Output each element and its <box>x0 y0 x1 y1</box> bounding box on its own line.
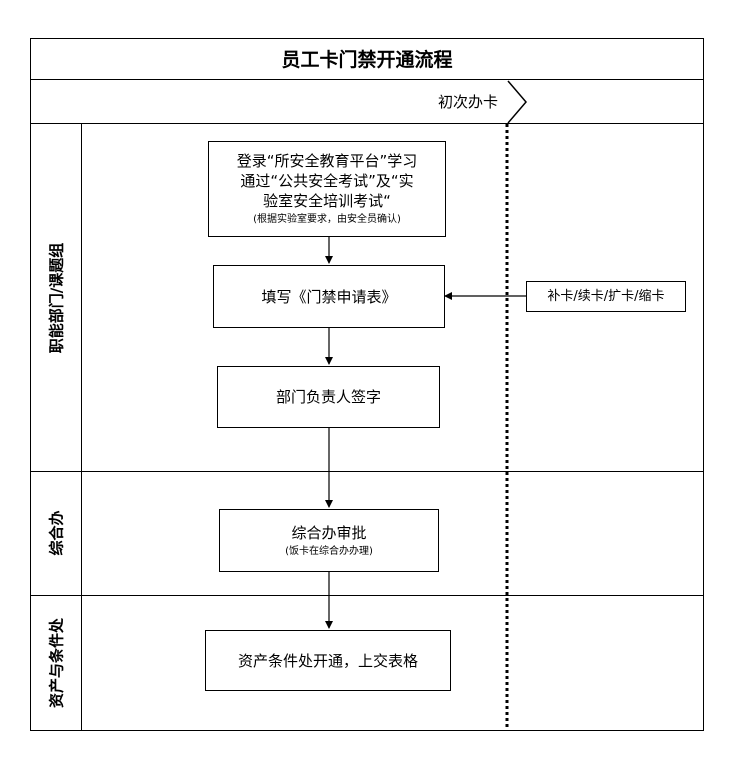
lane-header-department: 职能部门/课题组 <box>30 124 82 471</box>
lane-separator <box>30 471 704 472</box>
flowchart-frame <box>30 38 704 731</box>
lane-header-general-office: 综合办 <box>30 471 82 595</box>
step-approval-label: 综合办审批 <box>291 523 367 542</box>
step-study-line-1: 登录“所安全教育平台”学习 <box>236 152 418 170</box>
step-fill-form-box: 填写《门禁申请表》 <box>213 265 445 328</box>
step-study-note: (根据实验室要求，由安全员确认) <box>253 214 401 225</box>
step-dept-sign-box: 部门负责人签字 <box>217 366 440 428</box>
step-open-access-label: 资产条件处开通，上交表格 <box>237 651 418 670</box>
step-safety-study-box: 登录“所安全教育平台”学习 通过“公共安全考试”及“实 验室安全培训考试“ (根… <box>208 141 446 237</box>
step-approval-box: 综合办审批 (饭卡在综合办办理) <box>219 509 439 572</box>
phase-row: 初次办卡 <box>30 80 704 124</box>
phase-label: 初次办卡 <box>437 93 498 111</box>
card-change-box: 补卡/续卡/扩卡/缩卡 <box>526 281 686 312</box>
lane-header-assets: 资产与条件处 <box>30 595 82 731</box>
step-dept-sign-label: 部门负责人签字 <box>275 388 381 406</box>
lane-separator <box>30 595 704 596</box>
step-study-line-2: 通过“公共安全考试”及“实 <box>240 172 414 190</box>
page-title: 员工卡门禁开通流程 <box>30 38 704 80</box>
step-fill-form-label: 填写《门禁申请表》 <box>261 287 397 306</box>
step-open-access-box: 资产条件处开通，上交表格 <box>205 630 451 691</box>
card-change-label: 补卡/续卡/扩卡/缩卡 <box>547 288 665 304</box>
step-approval-note: (饭卡在综合办办理) <box>285 545 373 557</box>
phase-chevron-icon <box>507 80 527 124</box>
step-study-line-3: 验室安全培训考试“ <box>263 192 391 210</box>
